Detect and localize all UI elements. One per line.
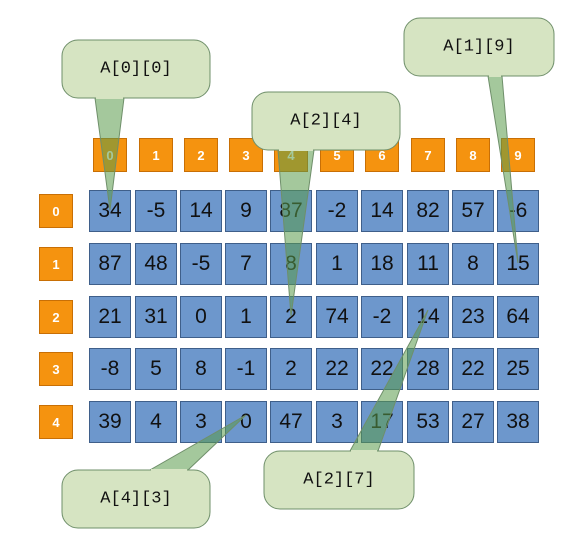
column-index-2: 2	[184, 138, 218, 172]
column-index-4: 4	[274, 138, 308, 172]
array-cell-3-5: 22	[316, 348, 358, 390]
array-cell-1-2: -5	[180, 243, 222, 285]
array-cell-1-8: 8	[452, 243, 494, 285]
column-index-8: 8	[456, 138, 490, 172]
array-cell-4-7: 53	[407, 401, 449, 443]
array-cell-0-1: -5	[135, 190, 177, 232]
column-index-3: 3	[229, 138, 263, 172]
array-cell-0-9: -6	[497, 190, 539, 232]
callout-label-2: A[1][9]	[443, 37, 515, 57]
array-cell-4-1: 4	[135, 401, 177, 443]
column-index-7: 7	[411, 138, 445, 172]
column-index-9: 9	[501, 138, 535, 172]
array-cell-2-8: 23	[452, 296, 494, 338]
array-cell-2-7: 14	[407, 296, 449, 338]
row-index-0: 0	[39, 194, 73, 228]
array-cell-3-1: 5	[135, 348, 177, 390]
array-cell-3-9: 25	[497, 348, 539, 390]
array-cell-1-7: 11	[407, 243, 449, 285]
column-index-1: 1	[139, 138, 173, 172]
column-index-6: 6	[365, 138, 399, 172]
row-index-3: 3	[39, 352, 73, 386]
array-cell-4-0: 39	[89, 401, 131, 443]
array-cell-4-2: 3	[180, 401, 222, 443]
array-cell-3-3: -1	[225, 348, 267, 390]
array-cell-1-0: 87	[89, 243, 131, 285]
array-cell-2-1: 31	[135, 296, 177, 338]
array-cell-2-4: 2	[270, 296, 312, 338]
callout-label-3: A[4][3]	[100, 489, 172, 509]
array-cell-2-0: 21	[89, 296, 131, 338]
array-cell-0-7: 82	[407, 190, 449, 232]
array-cell-4-8: 27	[452, 401, 494, 443]
array-cell-1-1: 48	[135, 243, 177, 285]
callout-label-1: A[2][4]	[290, 111, 362, 131]
array-cell-2-3: 1	[225, 296, 267, 338]
array-cell-2-9: 64	[497, 296, 539, 338]
array-cell-4-5: 3	[316, 401, 358, 443]
callout-pointer-1	[277, 149, 315, 317]
array-cell-4-3: 0	[225, 401, 267, 443]
array-cell-4-9: 38	[497, 401, 539, 443]
array-cell-0-5: -2	[316, 190, 358, 232]
array-cell-3-0: -8	[89, 348, 131, 390]
callout-label-0: A[0][0]	[100, 59, 172, 79]
row-index-2: 2	[39, 300, 73, 334]
array-cell-0-0: 34	[89, 190, 131, 232]
array-cell-4-6: 17	[361, 401, 403, 443]
callout-label-4: A[2][7]	[303, 470, 375, 490]
array-cell-3-4: 2	[270, 348, 312, 390]
array-cell-0-2: 14	[180, 190, 222, 232]
column-index-0: 0	[93, 138, 127, 172]
array-cell-1-3: 7	[225, 243, 267, 285]
array-cell-1-5: 1	[316, 243, 358, 285]
column-index-5: 5	[320, 138, 354, 172]
array-cell-2-6: -2	[361, 296, 403, 338]
array-cell-3-2: 8	[180, 348, 222, 390]
array-cell-2-2: 0	[180, 296, 222, 338]
array-cell-3-8: 22	[452, 348, 494, 390]
array-cell-2-5: 74	[316, 296, 358, 338]
array-cell-3-7: 28	[407, 348, 449, 390]
array-cell-0-8: 57	[452, 190, 494, 232]
array-cell-1-9: 15	[497, 243, 539, 285]
array-cell-0-4: 87	[270, 190, 312, 232]
array-cell-1-6: 18	[361, 243, 403, 285]
row-index-1: 1	[39, 247, 73, 281]
array-cell-0-3: 9	[225, 190, 267, 232]
array-cell-4-4: 47	[270, 401, 312, 443]
array-cell-1-4: 8	[270, 243, 312, 285]
array-cell-3-6: 22	[361, 348, 403, 390]
row-index-4: 4	[39, 405, 73, 439]
array-cell-0-6: 14	[361, 190, 403, 232]
